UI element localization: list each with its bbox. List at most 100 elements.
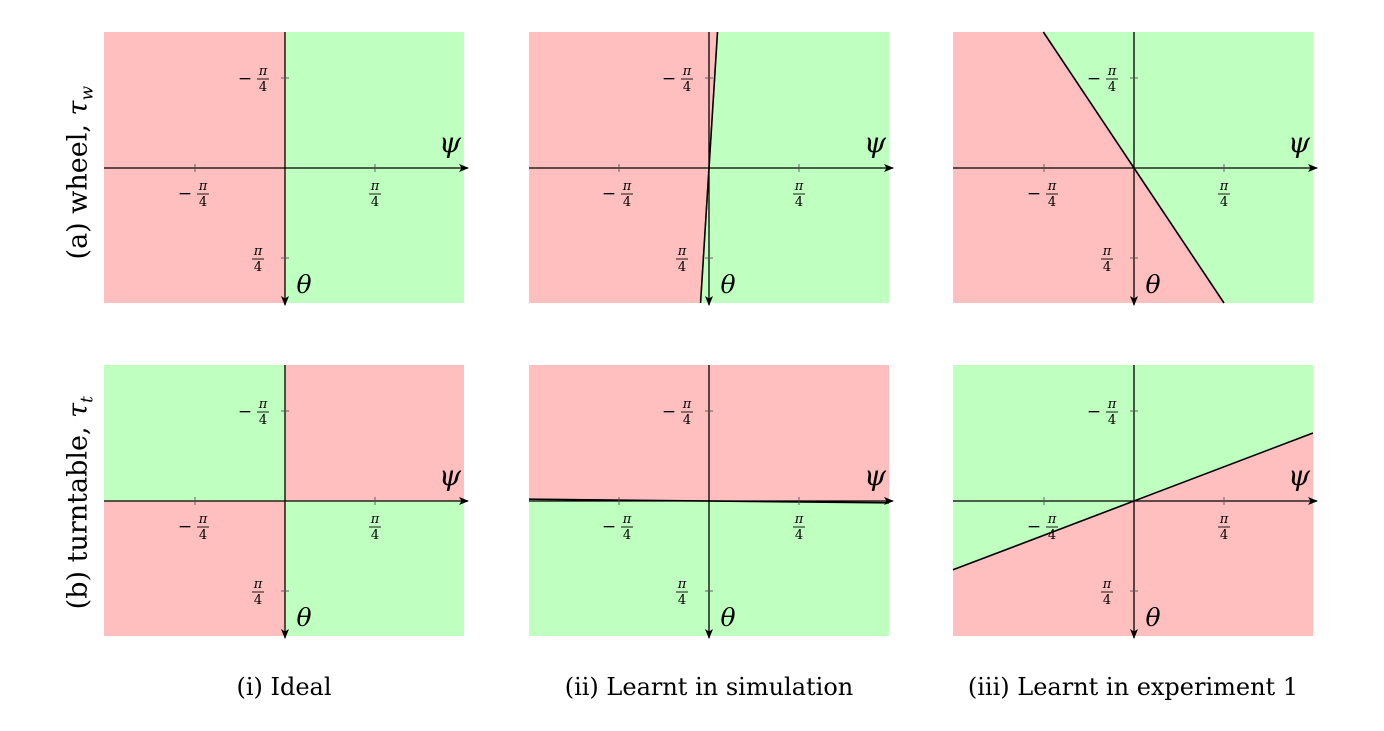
theta-tick-label-negative-denominator: 4 <box>1108 413 1116 428</box>
region-nw <box>104 32 285 168</box>
psi-tick-label-positive-denominator: 4 <box>371 528 379 543</box>
region-ne <box>285 365 464 501</box>
theta-tick-label-negative: −π4 <box>238 397 269 428</box>
psi-tick-label-positive: π4 <box>793 179 805 210</box>
region-sw <box>104 168 285 303</box>
theta-tick-label-negative-numerator: π <box>258 397 268 412</box>
theta-tick-label-positive-numerator: π <box>677 244 687 259</box>
theta-tick-label-positive: π4 <box>1101 577 1113 608</box>
theta-tick-label-negative-minus: − <box>238 402 252 422</box>
psi-tick-label-negative-denominator: 4 <box>199 195 207 210</box>
region-ne <box>285 32 464 168</box>
psi-tick-label-positive: π4 <box>1218 179 1230 210</box>
theta-tick-label-negative: −π4 <box>1087 397 1118 428</box>
psi-tick-label-positive-numerator: π <box>370 512 380 527</box>
psi-tick-label-positive-denominator: 4 <box>1220 195 1228 210</box>
psi-tick-label-negative-minus: − <box>178 184 192 204</box>
theta-axis-label: θ <box>1145 603 1160 632</box>
psi-tick-label-positive: π4 <box>1218 512 1230 543</box>
psi-tick-label-negative-denominator: 4 <box>623 528 631 543</box>
theta-tick-label-negative-denominator: 4 <box>1108 80 1116 95</box>
region-se <box>285 168 464 303</box>
region-b <box>953 432 1313 636</box>
psi-tick-label-negative-numerator: π <box>622 179 632 194</box>
psi-tick-label-positive-numerator: π <box>1219 512 1229 527</box>
psi-tick-label-negative: −π4 <box>602 179 633 210</box>
theta-axis-label: θ <box>1145 270 1160 299</box>
psi-tick-label-negative-minus: − <box>602 517 616 537</box>
theta-tick-label-positive-denominator: 4 <box>254 593 262 608</box>
theta-tick-label-negative: −π4 <box>662 64 693 95</box>
theta-tick-label-positive-denominator: 4 <box>1103 593 1111 608</box>
theta-tick-label-positive-denominator: 4 <box>678 593 686 608</box>
psi-tick-label-negative-denominator: 4 <box>623 195 631 210</box>
psi-tick-label-negative: −π4 <box>602 512 633 543</box>
theta-tick-label-positive: π4 <box>1101 244 1113 275</box>
theta-tick-label-negative-numerator: π <box>258 64 268 79</box>
psi-axis-label: ψ <box>864 126 887 159</box>
psi-tick-label-negative-numerator: π <box>1047 512 1057 527</box>
row-label-wheel-subscript: w <box>77 85 98 101</box>
theta-tick-label-negative-numerator: π <box>682 64 692 79</box>
theta-tick-label-positive-numerator: π <box>253 577 263 592</box>
theta-tick-label-negative-minus: − <box>662 402 676 422</box>
column-label-ideal: (i) Ideal <box>236 673 332 701</box>
psi-tick-label-positive-numerator: π <box>794 179 804 194</box>
theta-tick-label-positive: π4 <box>252 244 264 275</box>
psi-tick-label-positive-numerator: π <box>794 512 804 527</box>
row-label-turntable-subscript: t <box>77 396 98 403</box>
psi-axis-label: ψ <box>439 126 462 159</box>
psi-axis-label: ψ <box>1288 459 1311 492</box>
theta-tick-label-positive-denominator: 4 <box>1103 260 1111 275</box>
row-label-wheel-prefix: (a) wheel, <box>62 115 94 260</box>
psi-axis-label: ψ <box>864 459 887 492</box>
psi-tick-label-positive-denominator: 4 <box>1220 528 1228 543</box>
theta-tick-label-positive-numerator: π <box>253 244 263 259</box>
region-se <box>285 501 464 636</box>
theta-tick-label-negative-numerator: π <box>1107 64 1117 79</box>
theta-tick-label-negative-minus: − <box>1087 402 1101 422</box>
row-label-wheel-symbol: τ <box>62 100 94 116</box>
psi-tick-label-negative: −π4 <box>1027 179 1058 210</box>
psi-tick-label-negative-minus: − <box>178 517 192 537</box>
psi-tick-label-positive-denominator: 4 <box>371 195 379 210</box>
psi-tick-label-negative-numerator: π <box>198 179 208 194</box>
psi-tick-label-negative-minus: − <box>602 184 616 204</box>
theta-tick-label-negative-numerator: π <box>682 397 692 412</box>
theta-axis-label: θ <box>296 603 311 632</box>
theta-tick-label-negative-minus: − <box>1087 69 1101 89</box>
theta-tick-label-positive-numerator: π <box>1102 577 1112 592</box>
psi-tick-label-negative-denominator: 4 <box>1048 195 1056 210</box>
row-label-turntable: (b) turntable, τt <box>62 353 97 653</box>
theta-tick-label-negative-minus: − <box>238 69 252 89</box>
psi-tick-label-negative-denominator: 4 <box>199 528 207 543</box>
psi-tick-label-positive-denominator: 4 <box>795 528 803 543</box>
psi-tick-label-negative-minus: − <box>1027 517 1041 537</box>
psi-tick-label-negative-minus: − <box>1027 184 1041 204</box>
theta-tick-label-negative-minus: − <box>662 69 676 89</box>
psi-tick-label-negative: −π4 <box>178 179 209 210</box>
theta-tick-label-positive-denominator: 4 <box>254 260 262 275</box>
theta-tick-label-negative-denominator: 4 <box>683 80 691 95</box>
region-nw <box>104 365 285 501</box>
psi-tick-label-negative: −π4 <box>1027 512 1058 543</box>
theta-tick-label-positive: π4 <box>252 577 264 608</box>
theta-tick-label-negative-denominator: 4 <box>259 80 267 95</box>
psi-tick-label-positive-numerator: π <box>370 179 380 194</box>
psi-tick-label-negative-numerator: π <box>198 512 208 527</box>
psi-tick-label-positive-denominator: 4 <box>795 195 803 210</box>
column-label-experiment: (iii) Learnt in experiment 1 <box>967 673 1299 701</box>
theta-tick-label-negative: −π4 <box>1087 64 1118 95</box>
theta-tick-label-positive-numerator: π <box>1102 244 1112 259</box>
psi-tick-label-negative: −π4 <box>178 512 209 543</box>
psi-tick-label-positive: π4 <box>369 512 381 543</box>
theta-axis-label: θ <box>720 270 735 299</box>
column-label-simulation: (ii) Learnt in simulation <box>564 673 854 701</box>
theta-tick-label-positive: π4 <box>676 577 688 608</box>
